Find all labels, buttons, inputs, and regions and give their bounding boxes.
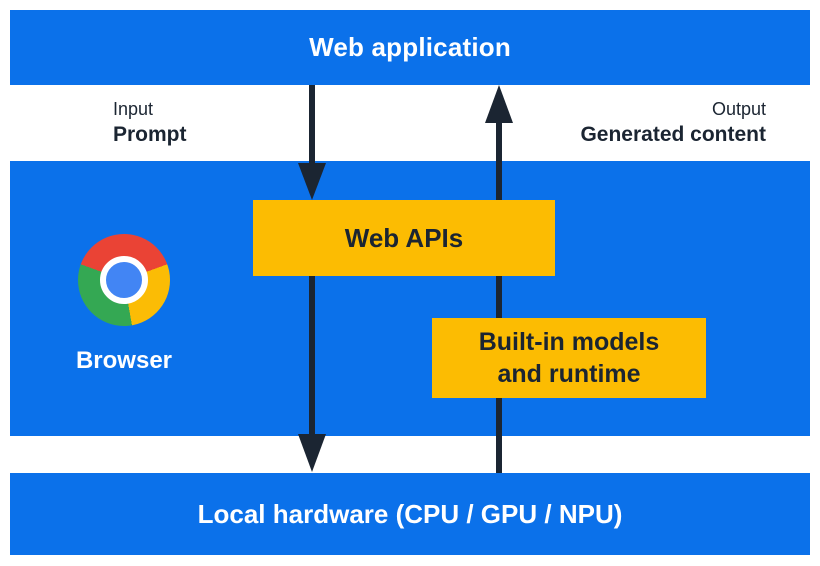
down-arrow-line-top [309,85,315,166]
local-hardware-label: Local hardware (CPU / GPU / NPU) [197,498,623,529]
builtin-models-box: Built-in models and runtime [432,318,706,398]
output-value: Generated content [580,123,766,146]
input-caption: Input [113,99,154,119]
down-arrow-line-bottom [309,275,315,436]
builtin-models-label-line2: and runtime [497,360,641,388]
browser-label: Browser [75,347,173,374]
chrome-logo-icon [78,234,170,326]
input-value: Prompt [113,123,187,146]
up-arrowhead [485,85,513,123]
local-hardware-bar: Local hardware (CPU / GPU / NPU) [10,473,810,555]
chrome-logo-center [100,256,148,304]
output-caption: Output [711,99,766,119]
builtin-models-label: Built-in models and runtime [479,326,660,390]
web-apis-box: Web APIs [253,200,555,276]
input-label-group: Input Prompt [113,99,187,147]
web-application-bar: Web application [10,10,810,85]
output-label-group: Output Generated content [580,99,766,147]
down-arrowhead-bottom [298,434,326,472]
web-apis-label: Web APIs [344,222,464,253]
builtin-models-label-line1: Built-in models [478,328,660,356]
down-arrowhead-top [298,163,326,200]
web-application-label: Web application [309,32,511,62]
up-arrow-line [496,120,502,473]
